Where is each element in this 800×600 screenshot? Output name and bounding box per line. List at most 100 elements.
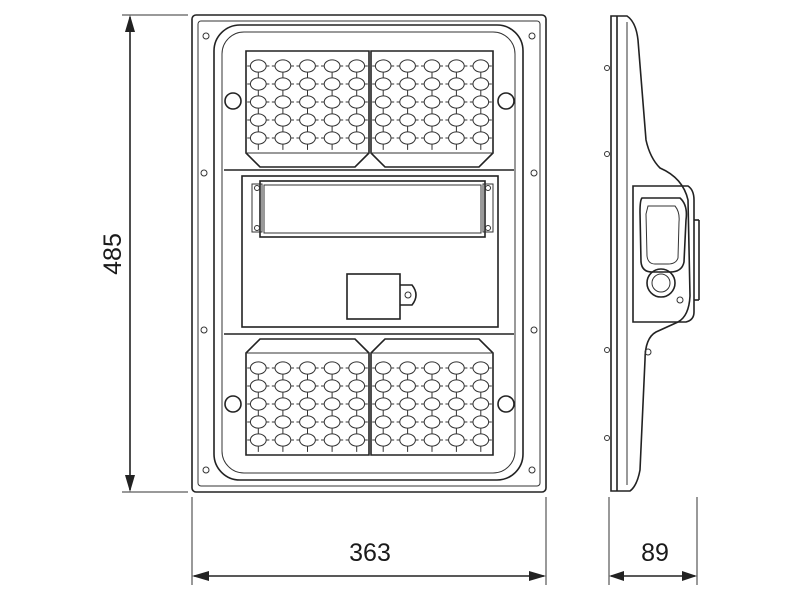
depth-dimension: 89 — [608, 497, 698, 585]
led-lens — [274, 433, 292, 447]
led-lens — [249, 361, 267, 375]
side-bracket — [632, 185, 695, 323]
led-lens — [299, 415, 316, 429]
led-lens — [249, 59, 267, 73]
frame-screw — [202, 32, 210, 40]
led-lens — [348, 361, 366, 375]
led-lens — [448, 95, 465, 109]
led-lens — [423, 433, 441, 447]
led-lens — [374, 415, 392, 429]
led-lens — [274, 131, 292, 145]
led-lens — [323, 397, 341, 411]
led-lens — [274, 379, 292, 393]
led-lens — [448, 361, 465, 375]
frame-screw — [200, 169, 208, 177]
gear-tray-panel — [241, 175, 499, 328]
led-lens — [348, 397, 366, 411]
led-lens — [374, 131, 392, 145]
led-lens — [448, 131, 465, 145]
led-lens — [399, 131, 416, 145]
led-lens — [323, 59, 341, 73]
led-lens — [299, 59, 316, 73]
led-lens — [249, 379, 267, 393]
led-module — [370, 50, 494, 168]
led-lens — [249, 397, 267, 411]
led-lens — [399, 379, 416, 393]
housing-inner-frame — [197, 20, 541, 487]
frame-screw — [528, 32, 536, 40]
led-lens — [274, 415, 292, 429]
frame-screws — [200, 32, 538, 474]
led-lens — [423, 131, 441, 145]
led-lens — [374, 433, 392, 447]
led-module — [245, 338, 370, 456]
led-lens — [274, 397, 292, 411]
led-lens — [274, 361, 292, 375]
gasket-frame — [213, 24, 524, 481]
led-lens — [323, 361, 341, 375]
led-lens — [423, 95, 441, 109]
height-dimension-label: 485 — [99, 233, 127, 275]
led-lens — [323, 379, 341, 393]
led-lens — [448, 433, 465, 447]
led-lens — [274, 95, 292, 109]
side-housing — [610, 15, 691, 492]
led-lens — [348, 415, 366, 429]
led-lens — [348, 77, 366, 91]
led-lens — [348, 131, 366, 145]
frame-screw — [530, 169, 538, 177]
led-lens — [299, 95, 316, 109]
led-lens — [423, 59, 441, 73]
led-lens — [323, 113, 341, 127]
led-lens — [423, 379, 441, 393]
led-lens — [348, 433, 366, 447]
led-lens — [423, 361, 441, 375]
side-view — [604, 15, 700, 492]
led-lens — [472, 95, 490, 109]
led-lens — [299, 379, 316, 393]
led-lens — [274, 77, 292, 91]
led-lens — [249, 131, 267, 145]
led-lens — [323, 77, 341, 91]
led-lens — [299, 131, 316, 145]
led-lens — [399, 77, 416, 91]
cable-gland — [646, 268, 676, 298]
height-dimension: 485 — [99, 14, 188, 493]
led-lens — [374, 77, 392, 91]
led-lens — [249, 113, 267, 127]
led-lens — [274, 59, 292, 73]
led-lens — [423, 77, 441, 91]
led-lens — [323, 131, 341, 145]
led-lens — [423, 415, 441, 429]
frame-screw — [202, 466, 210, 474]
front-view — [191, 14, 547, 493]
led-lens — [348, 113, 366, 127]
width-dimension: 363 — [191, 497, 547, 585]
led-lens — [472, 361, 490, 375]
led-lens — [249, 433, 267, 447]
frame-screw — [200, 326, 208, 334]
frame-screw — [528, 466, 536, 474]
led-lens — [348, 59, 366, 73]
gear-tray — [224, 169, 514, 335]
led-lens — [374, 361, 392, 375]
mounting-holes — [224, 92, 515, 413]
led-lens — [472, 59, 490, 73]
led-lens — [249, 415, 267, 429]
led-lens — [348, 95, 366, 109]
led-lens — [399, 95, 416, 109]
led-lens — [323, 95, 341, 109]
led-lens — [299, 113, 316, 127]
led-lens — [472, 397, 490, 411]
led-lens — [374, 95, 392, 109]
frame-screw — [530, 326, 538, 334]
led-lens — [448, 77, 465, 91]
led-lens — [472, 77, 490, 91]
depth-dimension-label: 89 — [641, 539, 669, 567]
led-lens — [249, 77, 267, 91]
led-modules — [245, 50, 494, 456]
led-lens — [423, 113, 441, 127]
led-lens — [472, 131, 490, 145]
led-lens — [448, 397, 465, 411]
